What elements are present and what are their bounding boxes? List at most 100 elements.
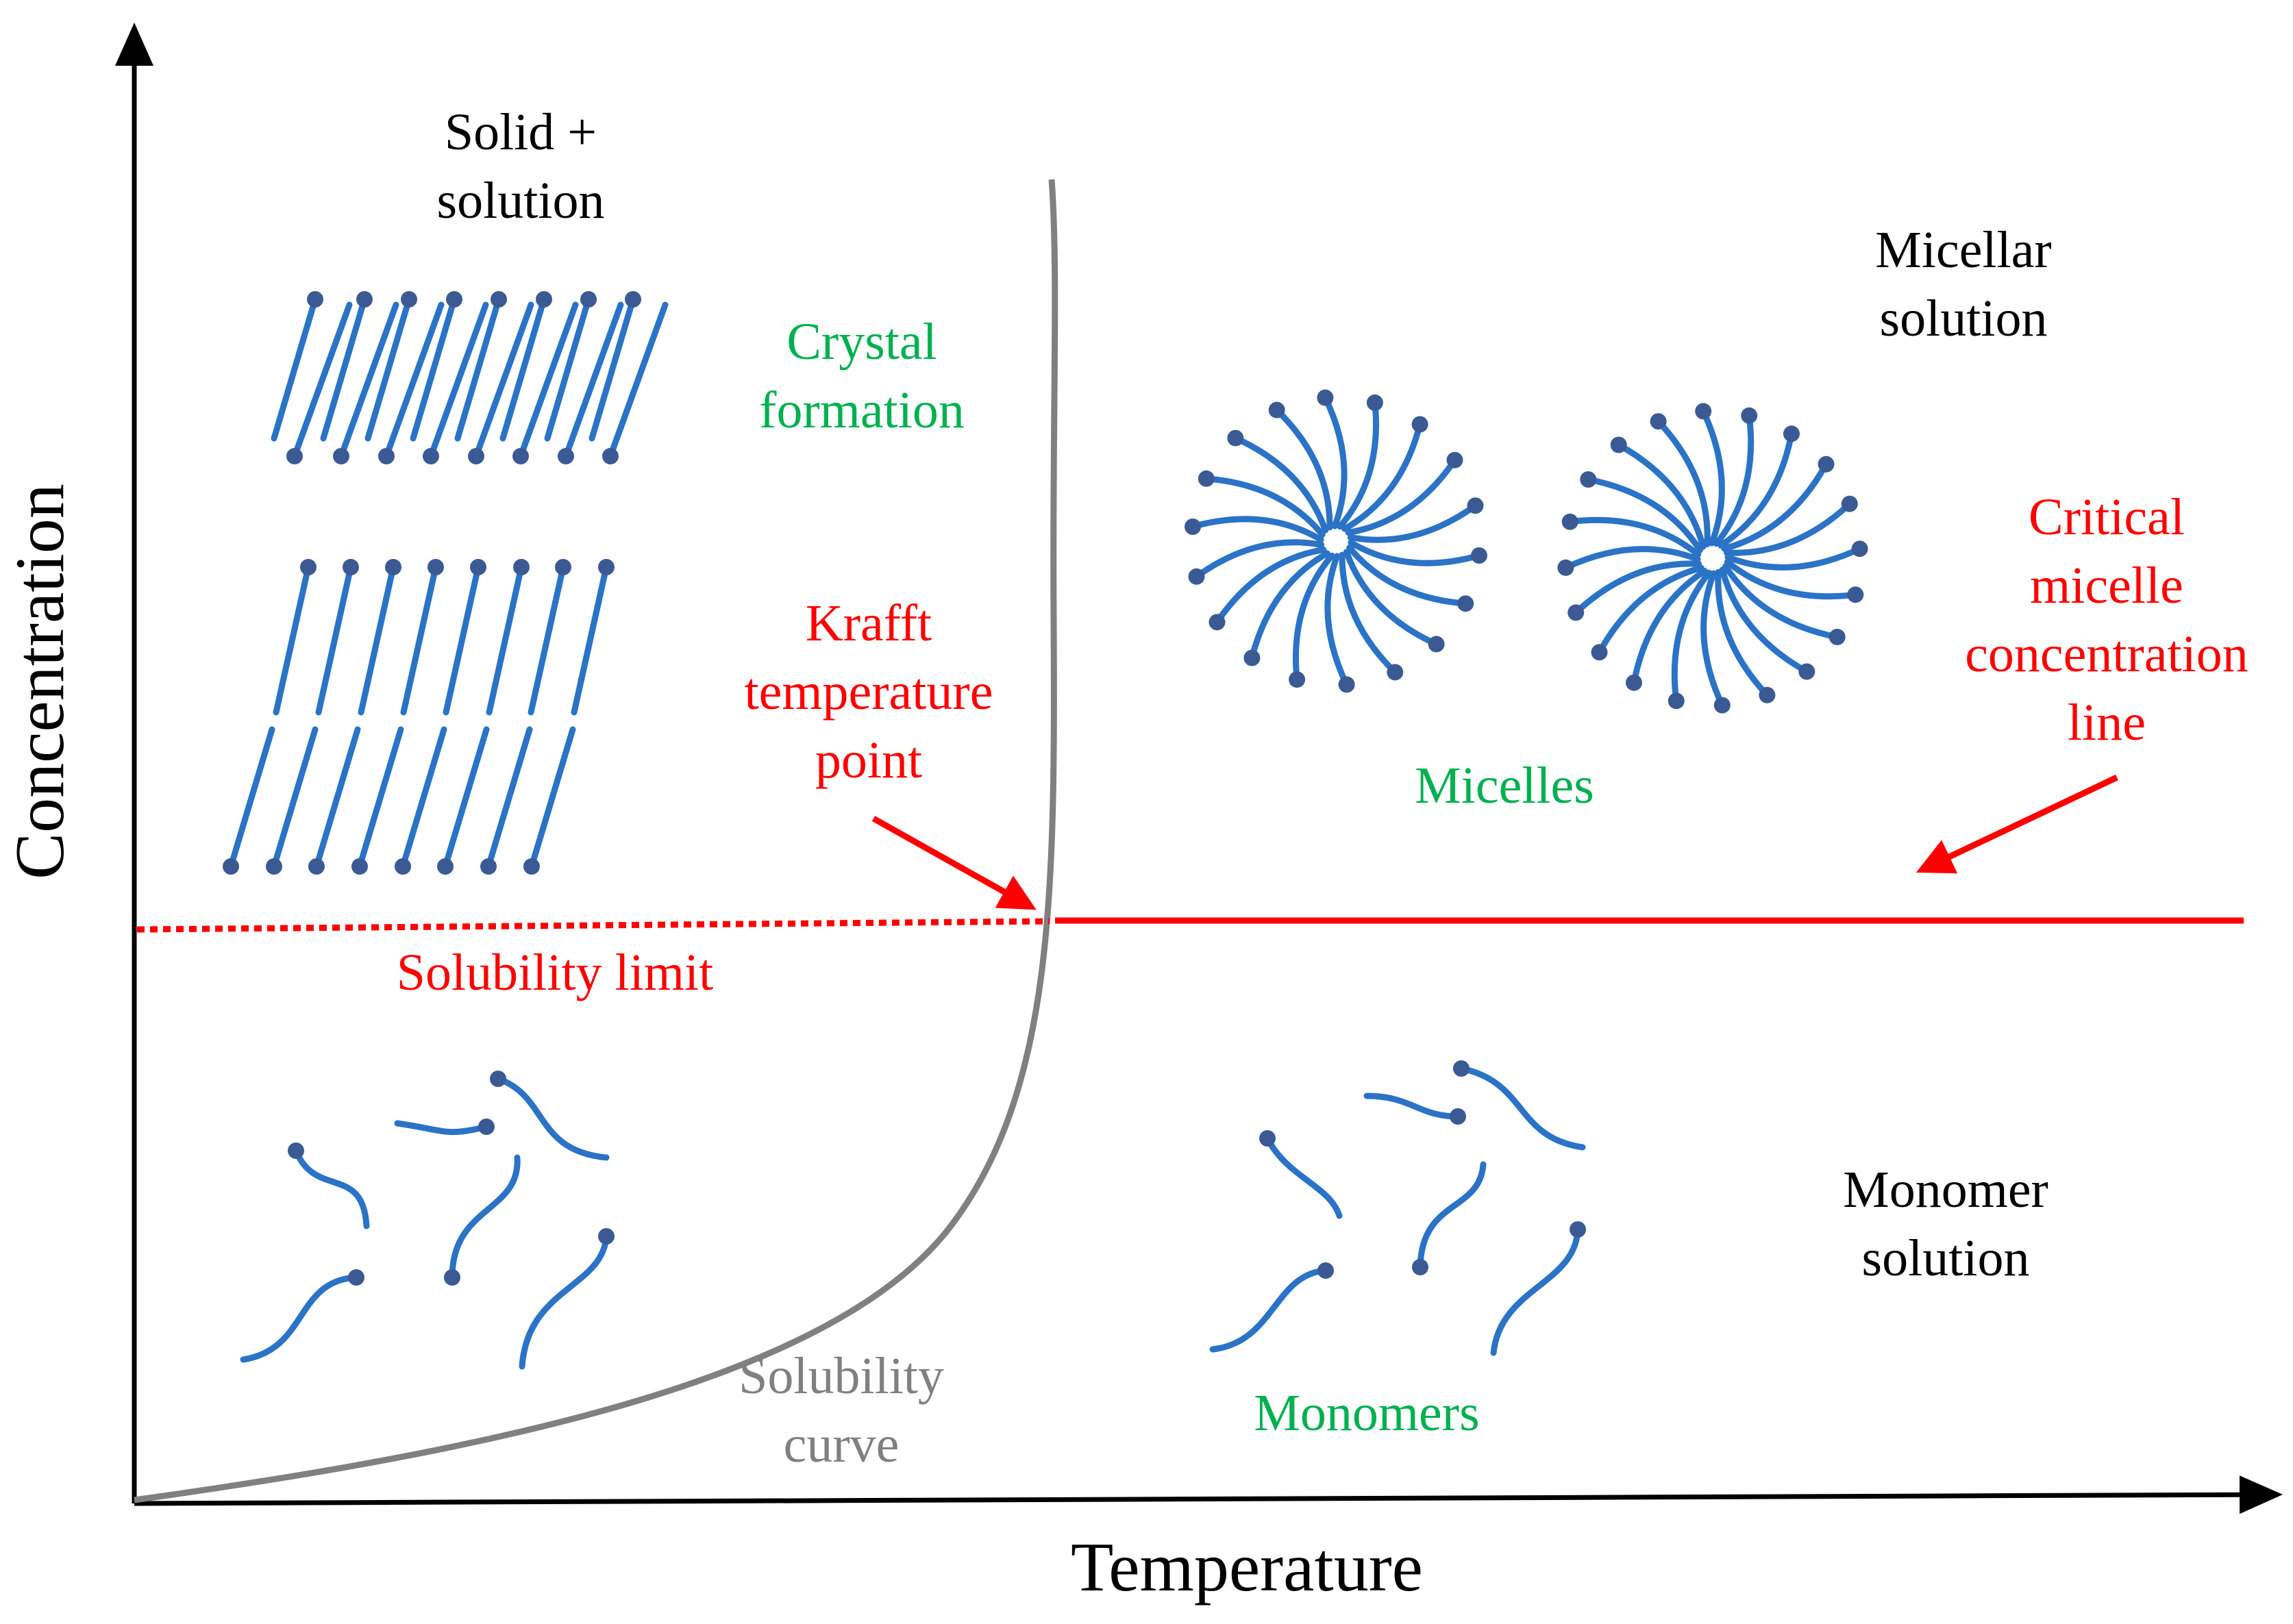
crystal-bot-lower-1-head	[266, 858, 282, 875]
crystal-bot-upper-7-head	[598, 559, 615, 575]
micelle-2-mol-15-tail	[1713, 412, 1755, 547]
micelle-2-mol-6-tail	[1631, 568, 1708, 686]
cmc-label-line4: line	[2068, 694, 2146, 751]
micelle-1-mol-7-head	[1209, 614, 1226, 631]
krafft-label-line3: point	[815, 732, 922, 789]
crystal-bot-lower-6-tail	[485, 726, 533, 870]
micelle-left	[1185, 389, 1487, 693]
micelle-2-mol-17-tail	[1721, 461, 1829, 552]
crystal-top-upper-6-head	[580, 291, 597, 308]
crystal-bot-upper-1-head	[343, 559, 359, 575]
monomer-left-5-head	[598, 1228, 615, 1245]
monomer-left-0-head	[478, 1119, 495, 1135]
krafft-arrow	[871, 816, 1037, 910]
crystal-top-lower-2-head	[378, 448, 395, 464]
micelle-2-mol-16-tail	[1718, 430, 1795, 549]
micelle-1-mol-17-head	[1467, 497, 1484, 514]
micelle-1-mol-0-tail	[1348, 539, 1483, 566]
solid-solution-label-line2: solution	[437, 172, 605, 229]
crystal-bot-upper-0-tail	[273, 564, 312, 716]
crystal-bilayer-top	[271, 291, 669, 464]
micellar-solution-label-line2: solution	[1880, 290, 2048, 347]
krafft-label-line2: temperature	[745, 663, 993, 721]
crystal-top-upper-3-head	[446, 291, 462, 308]
micelle-2-mol-14-head	[1695, 403, 1712, 420]
micelle-1-mol-2-tail	[1343, 549, 1440, 647]
crystal-bot-lower-2-head	[308, 858, 325, 875]
crystal-top-upper-5-tail	[499, 296, 547, 442]
micelle-1-mol-6-head	[1243, 649, 1261, 666]
crystal-top-upper-1-tail	[320, 296, 368, 442]
micelle-1-mol-5-tail	[1292, 552, 1335, 683]
micelle-1-mol-3-tail	[1339, 551, 1398, 675]
crystal-top-upper-3-tail	[410, 296, 458, 442]
micelle-1-mol-3-head	[1387, 664, 1404, 681]
crystal-bot-upper-3-head	[427, 559, 444, 575]
crystal-top-lower-7-head	[602, 448, 619, 464]
monomer-solution-label-line1: Monomer	[1843, 1161, 2048, 1219]
micelle-1-mol-4-tail	[1324, 553, 1350, 688]
crystal-formation-label-line1: Crystal	[786, 313, 937, 371]
crystal-bot-lower-2-tail	[313, 726, 361, 870]
micelle-2-mol-4-head	[1713, 697, 1731, 714]
monomer-left-3-tail	[449, 1154, 521, 1281]
crystal-top-upper-1-head	[356, 291, 373, 308]
solubility-limit-line	[136, 918, 1050, 933]
micelle-2-mol-18-tail	[1723, 501, 1853, 556]
crystal-top-lower-1-tail	[338, 301, 399, 460]
micelle-1-mol-11-tail	[1232, 435, 1329, 534]
solid-solution-label-line1: Solid +	[445, 103, 597, 161]
micelle-1-mol-10-tail	[1203, 475, 1326, 538]
monomer-right-5-head	[1570, 1221, 1586, 1238]
monomer-left-4-tail	[240, 1274, 360, 1363]
micelle-2-mol-11-head	[1580, 471, 1597, 488]
crystal-bot-upper-7-tail	[571, 564, 610, 716]
monomer-right-1-tail	[1458, 1065, 1586, 1151]
micelles-label: Micelles	[1415, 757, 1594, 814]
x-axis-label: Temperature	[1071, 1529, 1423, 1606]
micelle-2-mol-19-tail	[1724, 545, 1863, 571]
crystal-top-upper-4-tail	[454, 296, 502, 442]
micelle-2-mol-3-tail	[1715, 569, 1770, 699]
crystal-bot-upper-3-tail	[400, 564, 439, 716]
monomer-left-3-head	[444, 1269, 460, 1286]
crystal-bot-upper-1-tail	[315, 564, 354, 716]
crystal-bot-upper-4-head	[470, 559, 486, 575]
crystal-bot-upper-0-head	[300, 559, 317, 575]
micelle-2-mol-9-head	[1557, 559, 1574, 576]
monomer-right-1-head	[1453, 1060, 1470, 1077]
crystal-bot-lower-7-tail	[528, 726, 576, 870]
micelle-1-mol-15-tail	[1341, 421, 1424, 532]
crystal-top-lower-1-head	[333, 448, 349, 464]
crystal-bot-lower-0-head	[223, 858, 239, 875]
micelle-2-mol-0-tail	[1724, 558, 1859, 600]
micelle-2-mol-8-tail	[1572, 560, 1702, 616]
solubility-limit-label: Solubility limit	[397, 944, 713, 1001]
crystal-formation-label-line2: formation	[759, 382, 965, 439]
crystal-bot-upper-2-head	[385, 559, 401, 575]
micelle-2-mol-8-head	[1567, 604, 1585, 621]
monomer-left-2-head	[288, 1142, 304, 1159]
micelle-2-mol-12-tail	[1615, 442, 1707, 550]
crystal-bot-upper-4-tail	[443, 564, 482, 716]
micelle-1-mol-8-tail	[1193, 539, 1325, 580]
crystal-top-lower-0-tail	[291, 301, 353, 460]
crystal-top-lower-4-head	[468, 448, 484, 464]
crystal-top-lower-4-tail	[473, 301, 534, 460]
crystal-top-lower-5-head	[512, 448, 529, 464]
micelle-2-mol-9-tail	[1562, 546, 1701, 571]
crystal-bot-upper-2-tail	[358, 564, 397, 716]
monomer-right-0-tail	[1363, 1092, 1461, 1120]
crystal-bot-lower-3-head	[351, 858, 368, 875]
crystal-bot-upper-5-head	[513, 559, 530, 575]
crystal-top-upper-0-head	[307, 291, 323, 308]
micelle-2-mol-13-tail	[1655, 418, 1711, 548]
crystal-top-lower-5-tail	[517, 301, 579, 460]
micelle-2-mol-2-head	[1798, 663, 1815, 680]
micelle-1-mol-10-head	[1198, 470, 1215, 487]
crystal-bot-lower-5-head	[437, 858, 454, 875]
monomer-solution-label-line2: solution	[1862, 1229, 2030, 1287]
micelle-1-mol-14-tail	[1337, 399, 1380, 530]
crystal-bot-lower-7-head	[523, 858, 540, 875]
